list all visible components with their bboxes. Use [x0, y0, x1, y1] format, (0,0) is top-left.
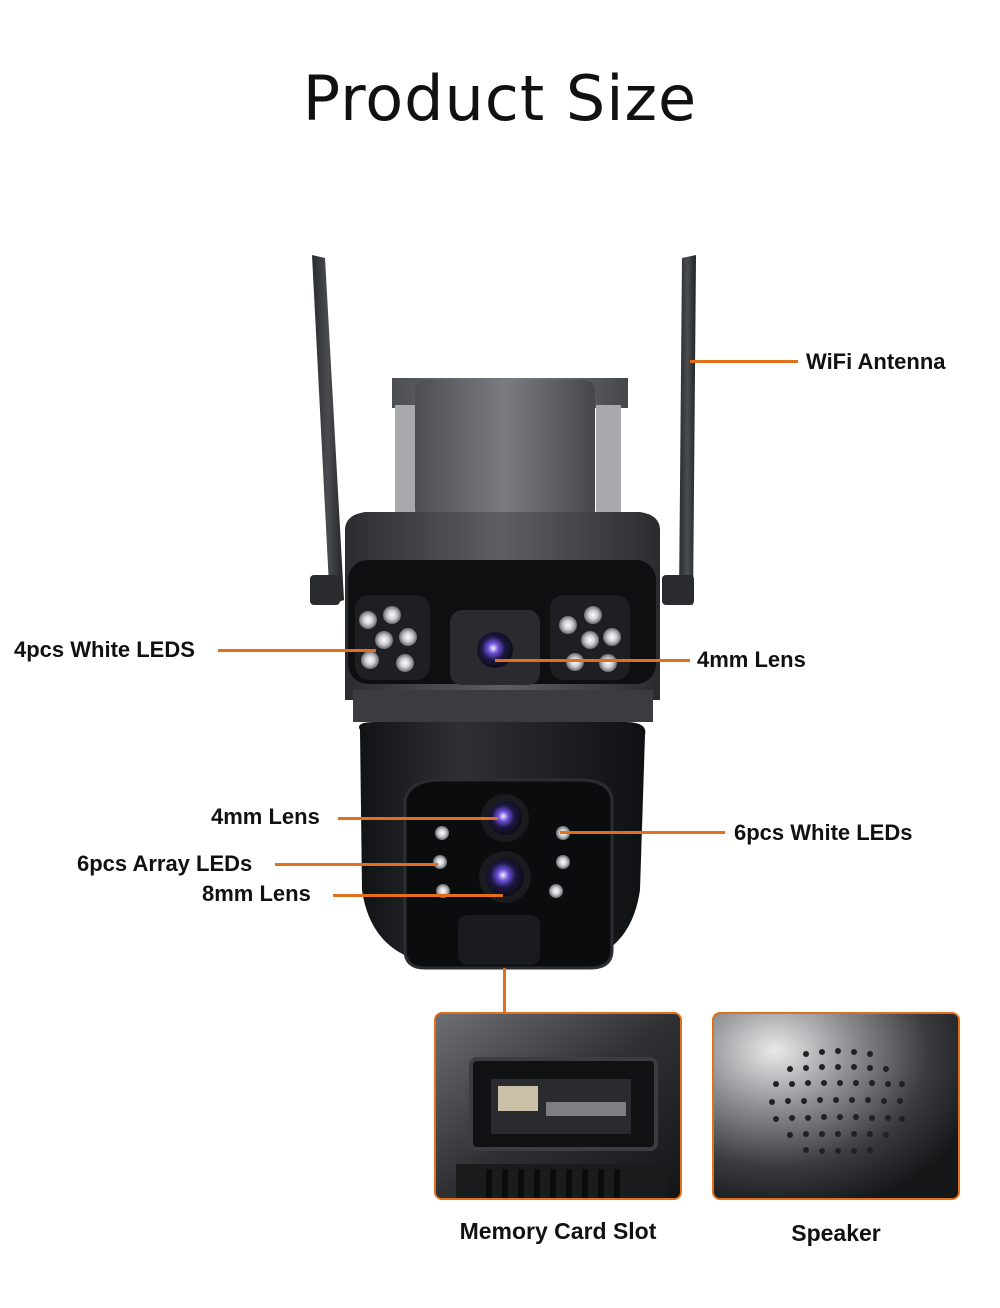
memory-card-photo [434, 1012, 682, 1200]
leader-white-leds-top [218, 649, 376, 652]
leader-array-leds [275, 863, 438, 866]
caption-speaker: Speaker [791, 1220, 881, 1246]
label-lens-8mm: 8mm Lens [202, 881, 311, 906]
leader-lens-bottom-upper [338, 817, 498, 820]
label-lens-bottom-upper: 4mm Lens [211, 804, 320, 829]
caption-memory-card: Memory Card Slot [459, 1218, 657, 1244]
page-title: Product Size [302, 62, 698, 135]
camera-illustration [310, 255, 696, 970]
antenna-right [662, 255, 696, 605]
leader-white-leds-bottom [560, 831, 725, 834]
leader-lens-top [495, 659, 690, 662]
speaker-photo [712, 1012, 960, 1200]
label-white-leds-top: 4pcs White LEDS [14, 637, 195, 662]
antenna-left [310, 255, 344, 605]
leader-wifi-antenna [690, 360, 798, 363]
label-lens-top: 4mm Lens [697, 647, 806, 672]
label-array-leds: 6pcs Array LEDs [77, 851, 253, 876]
label-white-leds-bottom: 6pcs White LEDs [734, 820, 913, 845]
leader-memory-card [503, 968, 506, 1012]
label-wifi-antenna: WiFi Antenna [806, 349, 946, 374]
leader-lens-8mm [333, 894, 503, 897]
